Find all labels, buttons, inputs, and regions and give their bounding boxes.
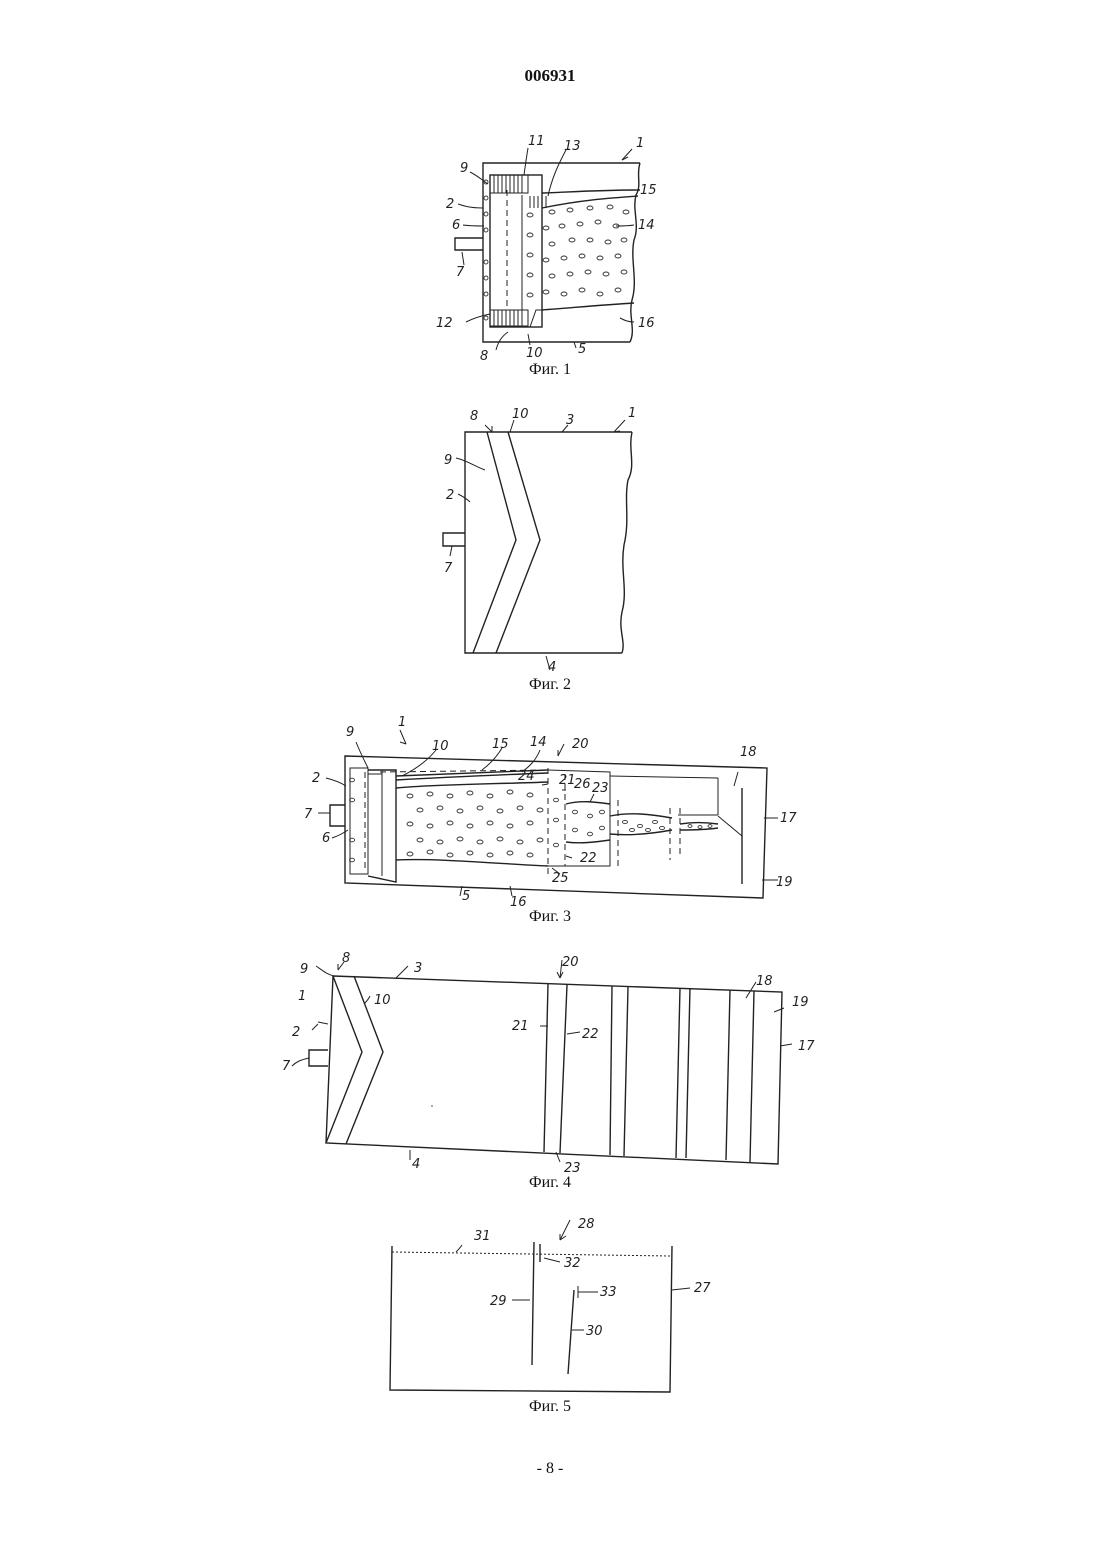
- label-2: 2: [292, 1025, 300, 1040]
- page-number: - 8 -: [0, 1460, 1100, 1478]
- label-16: 16: [638, 316, 655, 331]
- label-32: 32: [564, 1256, 581, 1271]
- label-9: 9: [346, 725, 354, 740]
- label-9: 9: [300, 962, 308, 977]
- label-20: 20: [562, 955, 579, 970]
- label-5: 5: [462, 889, 470, 904]
- label-4: 4: [412, 1157, 420, 1172]
- figure-4-caption: Фиг. 4: [0, 1174, 1100, 1192]
- label-21: 21: [512, 1019, 529, 1034]
- label-13: 13: [564, 139, 581, 154]
- label-19: 19: [792, 995, 809, 1010]
- label-26: 26: [574, 777, 591, 792]
- label-6: 6: [322, 831, 330, 846]
- label-20: 20: [572, 737, 589, 752]
- figure-2-caption: Фиг. 2: [0, 676, 1100, 694]
- label-29: 29: [490, 1294, 507, 1309]
- document-number: 006931: [0, 66, 1100, 86]
- label-2: 2: [446, 488, 454, 503]
- label-31: 31: [474, 1229, 491, 1244]
- figure-1-caption: Фиг. 1: [0, 361, 1100, 379]
- label-4: 4: [548, 660, 556, 675]
- label-25: 25: [552, 871, 569, 886]
- label-6: 6: [452, 218, 460, 233]
- label-14: 14: [638, 218, 655, 233]
- label-12: 12: [436, 316, 453, 331]
- label-7: 7: [282, 1059, 291, 1074]
- label-9: 9: [460, 161, 468, 176]
- label-18: 18: [756, 974, 773, 989]
- label-1: 1: [398, 715, 406, 730]
- label-1: 1: [298, 989, 306, 1004]
- figure-1-drawing: 1 9 2 6 7 11 13 15 14 16 12 8 10 5: [0, 125, 1100, 365]
- label-27: 27: [694, 1281, 711, 1296]
- label-15: 15: [492, 737, 509, 752]
- label-28: 28: [578, 1217, 595, 1232]
- label-10: 10: [374, 993, 391, 1008]
- label-11: 11: [528, 134, 545, 149]
- label-2: 2: [312, 771, 320, 786]
- label-8: 8: [342, 951, 350, 966]
- label-22: 22: [580, 851, 597, 866]
- label-2: 2: [446, 197, 454, 212]
- figure-2-drawing: 8 10 3 1 9 2 7 4: [0, 400, 1100, 675]
- label-1: 1: [636, 136, 644, 151]
- label-3: 3: [566, 413, 574, 428]
- figure-5-caption: Фиг. 5: [0, 1398, 1100, 1416]
- label-15: 15: [640, 183, 657, 198]
- label-30: 30: [586, 1324, 603, 1339]
- label-10: 10: [526, 346, 543, 361]
- label-7: 7: [444, 561, 453, 576]
- label-19: 19: [776, 875, 793, 890]
- label-14: 14: [530, 735, 547, 750]
- label-1: 1: [628, 406, 636, 421]
- label-5: 5: [578, 342, 586, 357]
- label-8: 8: [470, 409, 478, 424]
- label-17: 17: [780, 811, 797, 826]
- label-10: 10: [432, 739, 449, 754]
- label-22: 22: [582, 1027, 599, 1042]
- figure-4-drawing: 9 8 3 10 1 2 7 20 21 22 23 4 18 19 17: [0, 950, 1100, 1175]
- label-17: 17: [798, 1039, 815, 1054]
- label-18: 18: [740, 745, 757, 760]
- figure-3-caption: Фиг. 3: [0, 908, 1100, 926]
- label-7: 7: [456, 265, 465, 280]
- figure-5-drawing: 31 28 32 29 33 30 27: [0, 1210, 1100, 1400]
- label-33: 33: [600, 1285, 617, 1300]
- label-23: 23: [592, 781, 609, 796]
- label-24: 24: [518, 769, 535, 784]
- figure-3-drawing: 2 7 6 9 1 10 15 14 20 24 21 26 23 22 25 …: [0, 715, 1100, 910]
- label-9: 9: [444, 453, 452, 468]
- label-3: 3: [414, 961, 422, 976]
- label-10: 10: [512, 407, 529, 422]
- label-7: 7: [304, 807, 313, 822]
